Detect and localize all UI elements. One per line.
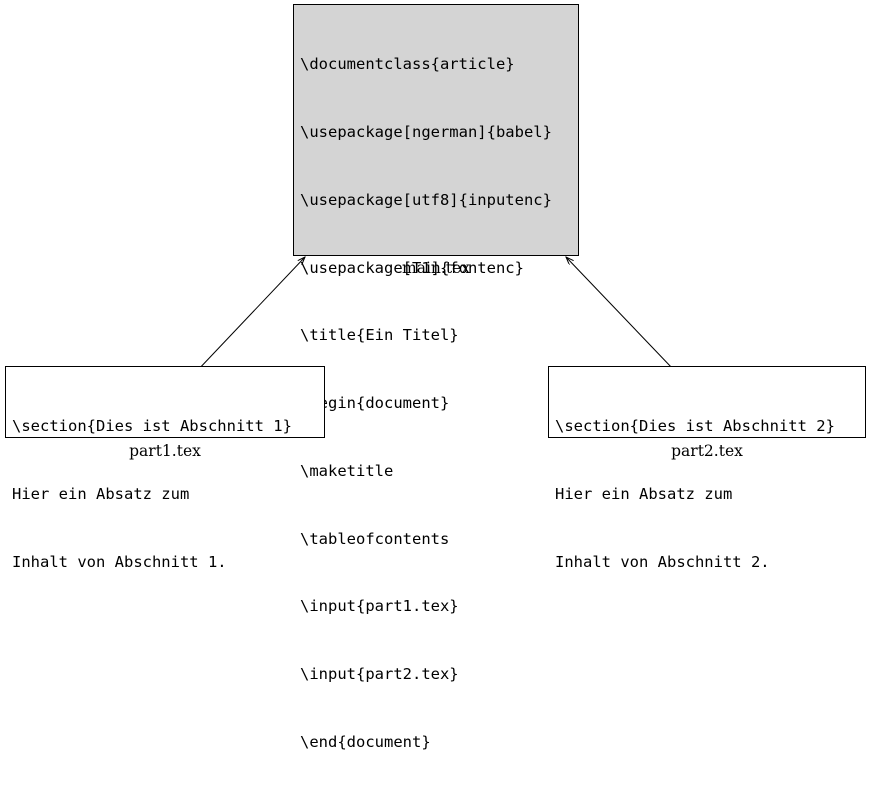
- code-line: Hier ein Absatz zum: [12, 484, 190, 503]
- node-part2-tex-caption: part2.tex: [671, 442, 743, 460]
- edge-part2-to-main: [566, 257, 674, 370]
- part1-tex-code: \section{Dies ist Abschnitt 1} Hier ein …: [6, 367, 324, 622]
- code-line: \usepackage[utf8]{inputenc}: [300, 190, 552, 209]
- part2-tex-code: \section{Dies ist Abschnitt 2} Hier ein …: [549, 367, 865, 622]
- code-line: \maketitle: [300, 461, 394, 480]
- node-main-tex[interactable]: \documentclass{article} \usepackage[nger…: [293, 4, 579, 751]
- code-line: \begin{document}: [300, 394, 450, 413]
- node-part2-tex[interactable]: \section{Dies ist Abschnitt 2} Hier ein …: [548, 366, 866, 571]
- node-part1-tex-caption: part1.tex: [129, 442, 201, 460]
- code-line: Hier ein Absatz zum: [555, 484, 733, 503]
- code-line: Inhalt von Abschnitt 2.: [555, 552, 770, 571]
- code-line: \documentclass{article}: [300, 55, 515, 74]
- code-line: \input{part1.tex}: [300, 597, 459, 616]
- code-line: \section{Dies ist Abschnitt 2}: [555, 417, 835, 436]
- code-line: \title{Ein Titel}: [300, 326, 459, 345]
- code-line: \tableofcontents: [300, 529, 450, 548]
- code-line: \usepackage[ngerman]{babel}: [300, 122, 552, 141]
- code-line: \section{Dies ist Abschnitt 1}: [12, 417, 292, 436]
- code-line: \usepackage[T1]{fontenc}: [300, 258, 524, 277]
- edge-part1-to-main: [195, 257, 305, 373]
- code-line: \input{part2.tex}: [300, 665, 459, 684]
- diagram-canvas: \documentclass{article} \usepackage[nger…: [5, 4, 866, 751]
- node-part1-tex[interactable]: \section{Dies ist Abschnitt 1} Hier ein …: [5, 366, 325, 571]
- main-tex-code: \documentclass{article} \usepackage[nger…: [294, 5, 578, 802]
- code-line: Inhalt von Abschnitt 1.: [12, 552, 227, 571]
- code-line: \end{document}: [300, 733, 431, 751]
- node-main-tex-caption: main.tex: [402, 259, 470, 277]
